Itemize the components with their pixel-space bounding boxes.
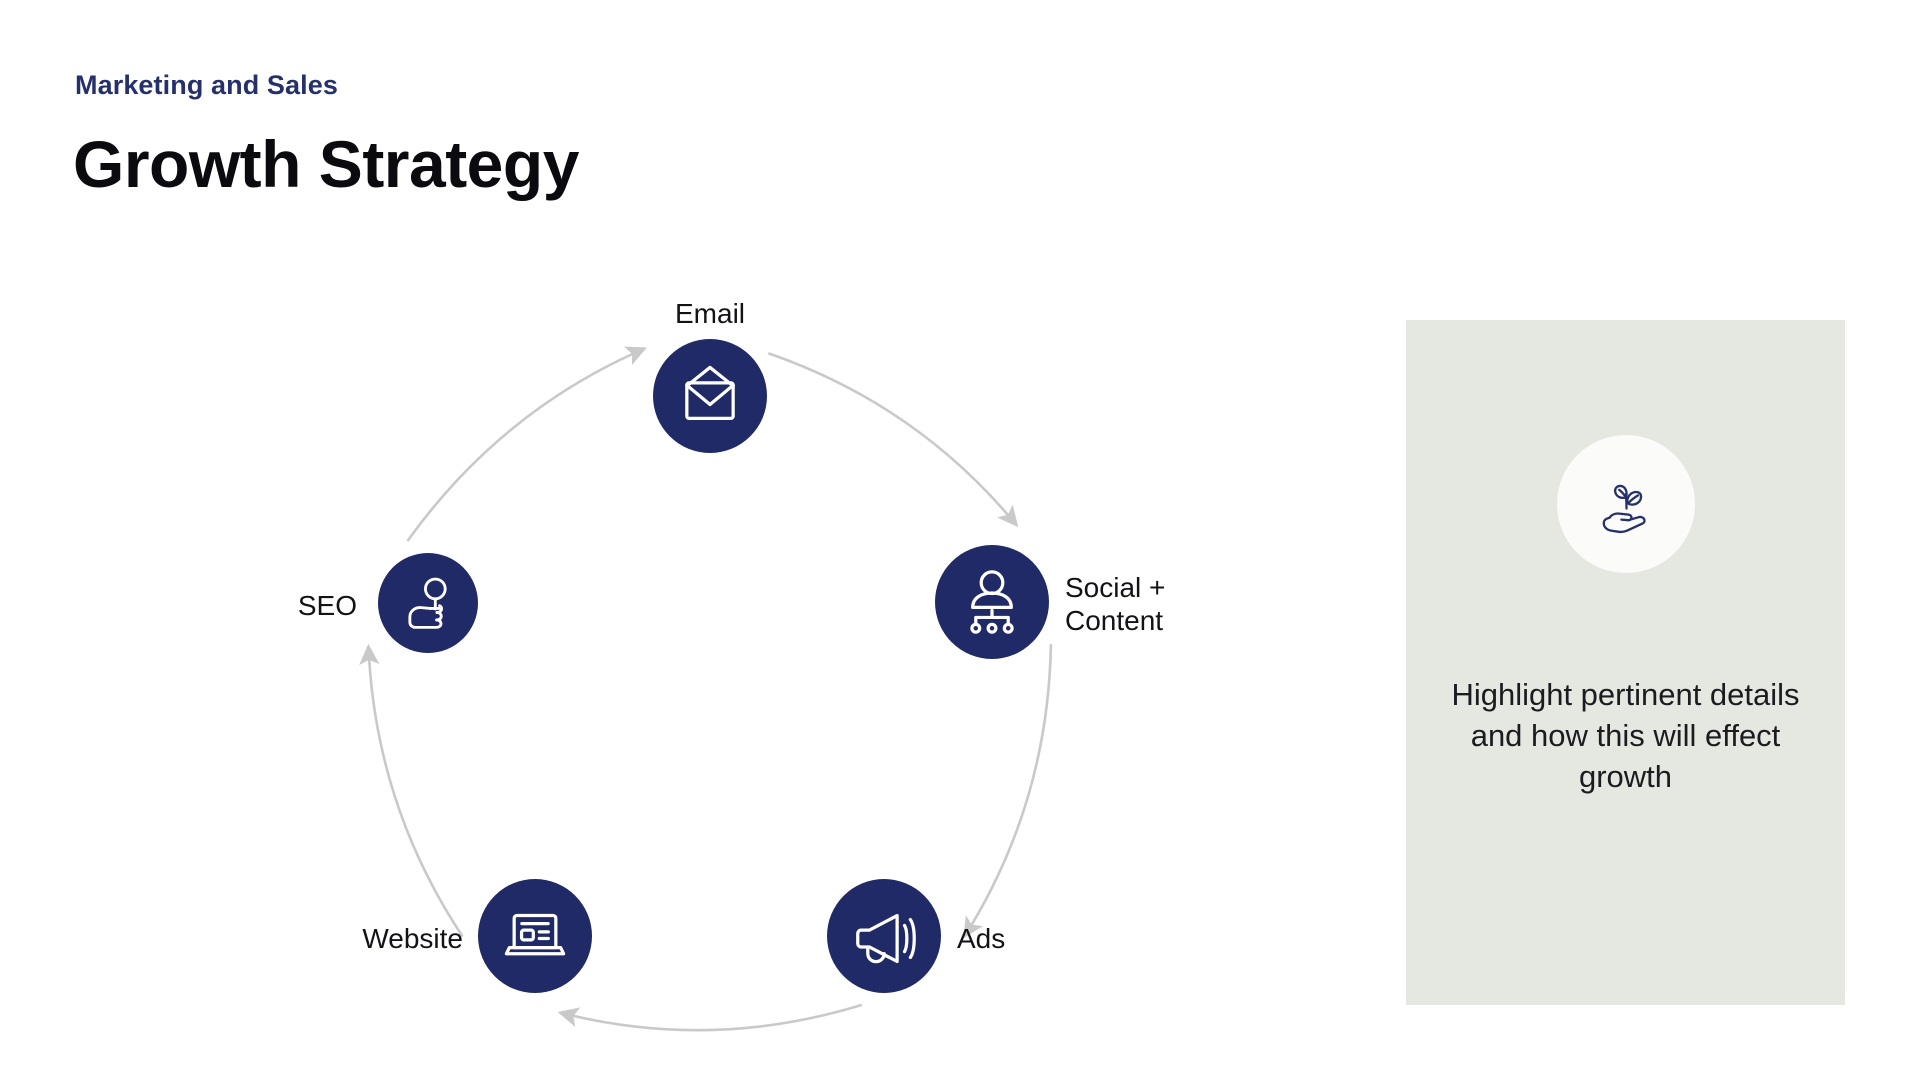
website-node-circle[interactable] — [478, 879, 592, 993]
cycle-arrow-email-to-social — [768, 352, 1019, 528]
cycle-node-seo[interactable] — [378, 553, 478, 653]
cycle-node-layer — [378, 339, 1049, 993]
cycle-arrow-seo-to-email — [406, 346, 647, 542]
social-node-circle[interactable] — [935, 545, 1049, 659]
cycle-arrow-social-to-ads — [963, 643, 1053, 939]
ads-node-circle[interactable] — [827, 879, 941, 993]
cycle-node-social[interactable] — [935, 545, 1049, 659]
growth-cycle-diagram — [359, 339, 1053, 1032]
cycle-arrow-website-to-seo — [359, 643, 464, 937]
seo-node-circle[interactable] — [378, 553, 478, 653]
panel-body-text: Highlight pertinent details and how this… — [1451, 677, 1800, 794]
cycle-node-website[interactable] — [478, 879, 592, 993]
audience-network-icon — [970, 570, 1014, 634]
laptop-browser-icon — [504, 913, 566, 956]
cycle-arrow-ads-to-website — [557, 1003, 862, 1032]
magnifier-hand-icon — [408, 577, 447, 629]
megaphone-icon — [856, 914, 916, 964]
cycle-label-ads: Ads — [957, 923, 1006, 954]
page-title: Growth Strategy — [73, 127, 579, 201]
cycle-label-email: Email — [674, 298, 746, 329]
slide-eyebrow: Marketing and Sales — [75, 70, 338, 100]
cycle-label-website: Website — [362, 923, 463, 954]
highlight-panel: Highlight pertinent details and how this… — [1406, 320, 1845, 1005]
hand-holding-seedling-icon — [1556, 435, 1695, 573]
envelope-icon — [685, 365, 735, 421]
cycle-arrow-layer — [359, 346, 1053, 1032]
email-node-circle[interactable] — [653, 339, 767, 453]
cycle-node-email[interactable] — [653, 339, 767, 453]
cycle-label-social: Social + Content — [1065, 572, 1166, 637]
cycle-label-seo: SEO — [297, 590, 357, 621]
cycle-node-ads[interactable] — [827, 879, 941, 993]
